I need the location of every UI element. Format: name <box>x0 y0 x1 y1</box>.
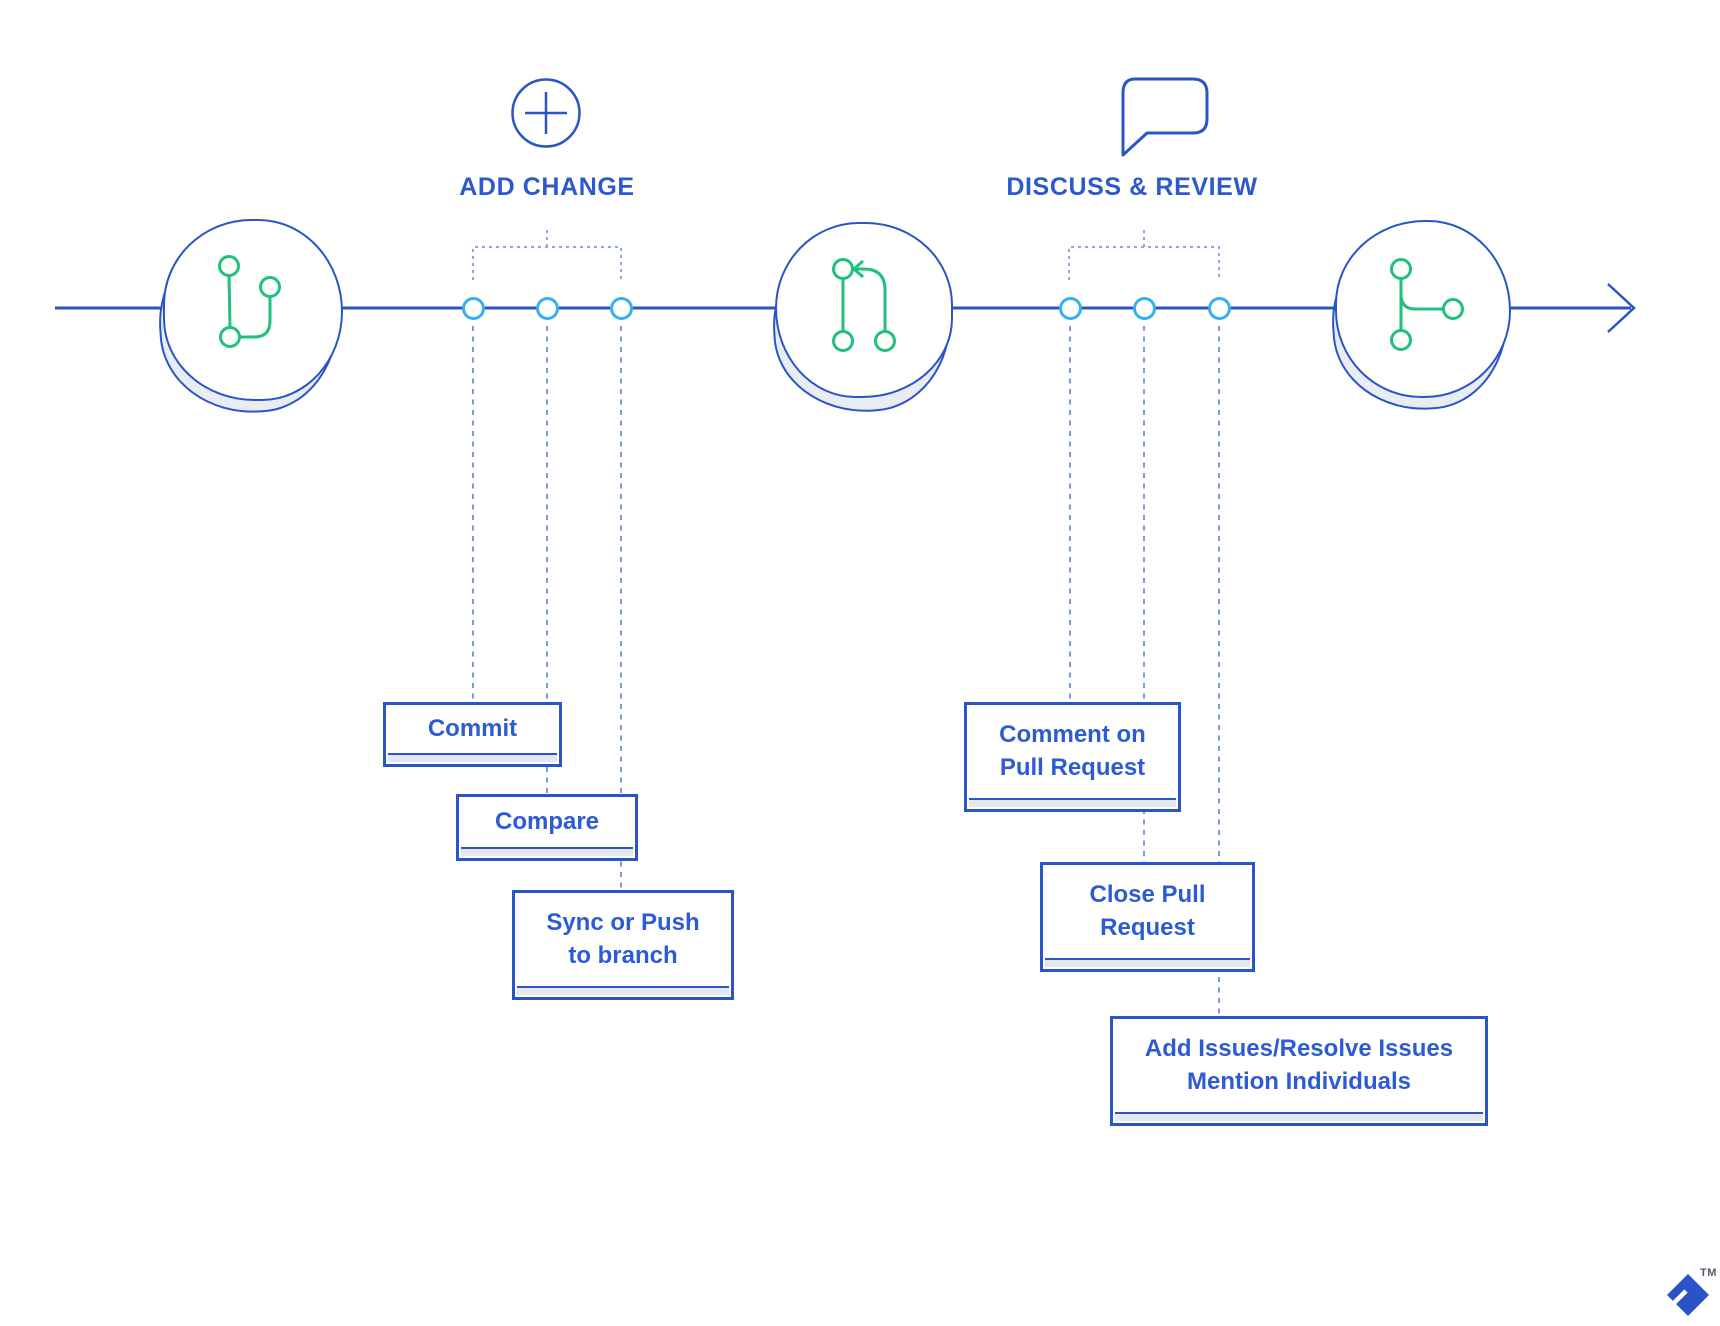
toptal-logo <box>1663 1270 1709 1316</box>
step-label: Add Issues/Resolve Issues <box>1144 1034 1454 1062</box>
bracket-add-change <box>472 246 622 280</box>
step-box-comment-on-pull-request: Comment on Pull Request <box>964 702 1181 812</box>
timeline-node-comment <box>1058 296 1082 320</box>
section-label-discuss-review: DISCUSS & REVIEW <box>1006 173 1258 201</box>
step-label: Pull Request <box>999 753 1146 781</box>
timeline-node-close <box>1132 296 1156 320</box>
step-box-compare: Compare <box>456 794 638 861</box>
step-box-close-pull-request: Close Pull Request <box>1040 862 1255 972</box>
git-merge-icon <box>1390 258 1464 351</box>
step-label: Close Pull <box>1089 880 1206 908</box>
plus-circle-icon <box>511 78 581 148</box>
timeline-node-sync <box>609 296 633 320</box>
trademark-text: TM <box>1700 1267 1717 1279</box>
step-label: Request <box>1100 913 1195 941</box>
step-label: Commit <box>427 714 518 742</box>
timeline-node-commit <box>461 296 485 320</box>
step-label: Sync or Push <box>546 908 700 936</box>
git-branch-icon <box>218 255 281 348</box>
step-label: to branch <box>568 941 678 969</box>
stage-merge <box>1326 220 1514 416</box>
box-shadow-strip <box>517 986 729 995</box>
stage-branch <box>152 219 346 420</box>
box-shadow-strip <box>1045 958 1250 967</box>
step-label: Comment on <box>999 720 1146 748</box>
stage-circle <box>775 222 953 398</box>
speech-bubble-icon <box>1121 77 1209 157</box>
box-shadow-strip <box>461 847 633 856</box>
box-shadow-strip <box>1115 1112 1483 1121</box>
step-box-commit: Commit <box>383 702 562 767</box>
timeline-arrowhead-icon <box>1607 283 1636 333</box>
step-label: Compare <box>494 807 600 835</box>
step-box-sync-or-push: Sync or Push to branch <box>512 890 734 1000</box>
timeline-node-compare <box>535 296 559 320</box>
box-shadow-strip <box>388 753 557 762</box>
step-label: Mention Individuals <box>1186 1067 1411 1095</box>
git-pull-request-icon <box>832 258 896 352</box>
step-box-add-resolve-issues: Add Issues/Resolve Issues Mention Indivi… <box>1110 1016 1488 1126</box>
timeline-node-issues <box>1207 296 1231 320</box>
box-shadow-strip <box>969 798 1176 807</box>
stage-pull-request <box>768 222 956 417</box>
section-label-add-change: ADD CHANGE <box>459 173 635 201</box>
stage-circle <box>163 219 343 401</box>
bracket-discuss-review <box>1068 246 1220 280</box>
